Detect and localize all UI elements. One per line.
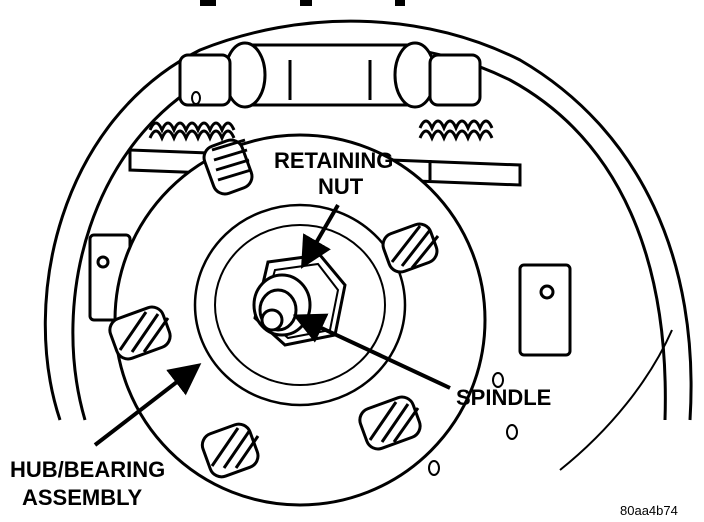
- hub-bearing-arrow: [93, 363, 202, 447]
- stud-bottom-right: [358, 395, 422, 451]
- stud-bottom-left: [200, 422, 260, 479]
- label-spindle: SPINDLE: [456, 385, 551, 410]
- wheel-studs: [108, 138, 440, 479]
- spindle-arrow: [292, 313, 451, 390]
- face-holes: [191, 91, 518, 476]
- retaining-nut-arrow: [300, 203, 340, 269]
- callout-arrows: [93, 203, 451, 447]
- stud-left: [108, 305, 172, 361]
- label-hub-line1: HUB/BEARING: [10, 457, 165, 482]
- wheel-cylinder: [178, 41, 482, 109]
- label-retaining-line2: NUT: [318, 174, 364, 199]
- return-spring-right: [418, 119, 494, 142]
- label-hub-line2: ASSEMBLY: [22, 485, 143, 510]
- spindle: [252, 273, 312, 337]
- top-cropped-text: [200, 0, 405, 6]
- return-spring-left: [148, 121, 236, 142]
- figure-code: 80aa4b74: [620, 503, 678, 518]
- label-retaining-line1: RETAINING: [274, 148, 393, 173]
- stud-top-left: [202, 138, 254, 196]
- stud-right: [381, 222, 440, 274]
- hold-down-right: [518, 263, 572, 357]
